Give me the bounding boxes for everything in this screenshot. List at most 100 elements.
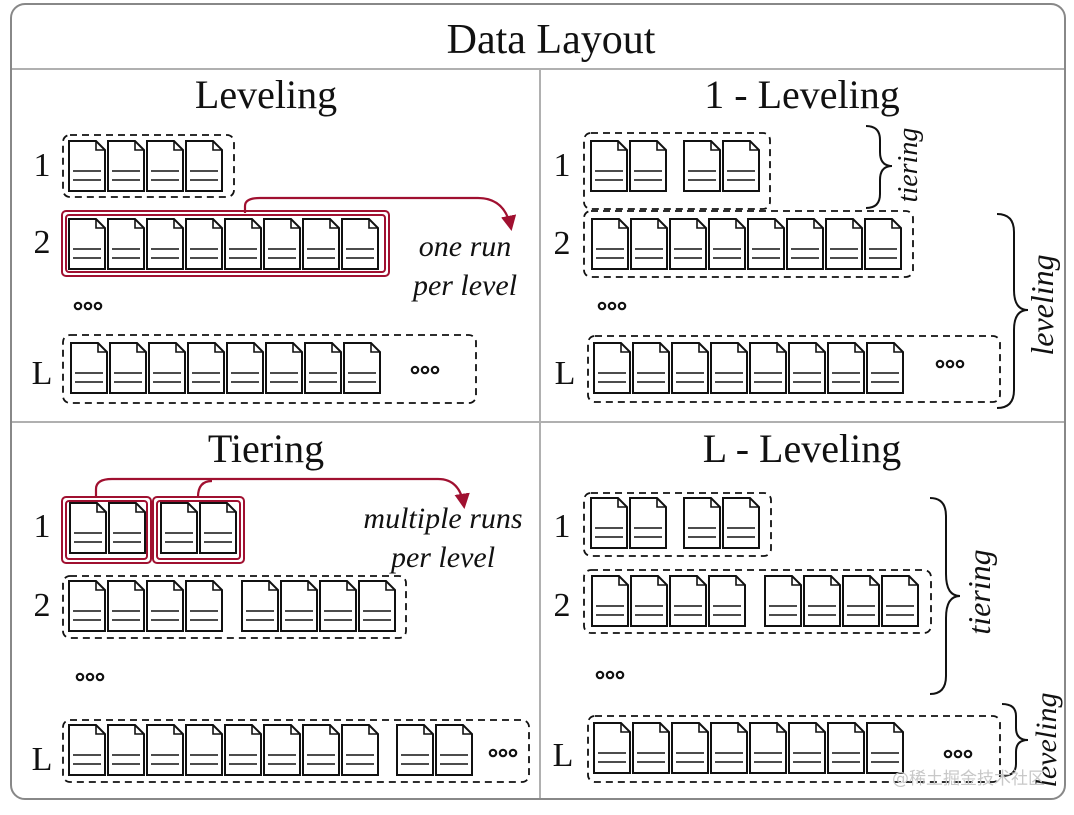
file-icon	[630, 218, 668, 270]
ellipsis-icon	[73, 301, 103, 311]
file-icon	[263, 724, 301, 776]
file-icon	[671, 722, 709, 774]
level-label-L: L	[553, 737, 574, 774]
annotation-per-level: per level	[411, 269, 517, 302]
file-icon	[187, 342, 225, 394]
file-icon	[590, 497, 628, 549]
ellipsis-icon	[597, 301, 627, 311]
annotation-multiple-runs: multiple runs	[363, 502, 522, 535]
file-icon	[263, 218, 301, 270]
file-icon	[749, 342, 787, 394]
file-icon	[341, 724, 379, 776]
file-icon	[864, 218, 902, 270]
brace-label-leveling: leveling	[1024, 254, 1060, 355]
file-icon	[803, 575, 841, 627]
file-icon	[786, 218, 824, 270]
file-icon	[629, 497, 667, 549]
file-icon	[185, 218, 223, 270]
file-icon	[747, 218, 785, 270]
file-icon	[148, 342, 186, 394]
brace-label-tiering: tiering	[893, 128, 924, 203]
file-icon	[199, 502, 237, 554]
panel-title-l-leveling: L - Leveling	[703, 426, 901, 471]
file-icon	[764, 575, 802, 627]
brace-label-tiering: tiering	[961, 549, 997, 634]
file-icon	[109, 342, 147, 394]
ellipsis-dots	[73, 301, 973, 759]
file-icon	[825, 218, 863, 270]
ellipsis-icon	[410, 365, 440, 375]
file-icon	[68, 218, 106, 270]
panel-title-1-leveling: 1 - Leveling	[704, 72, 900, 117]
level-label-1: 1	[554, 147, 571, 184]
file-icon	[710, 722, 748, 774]
file-icon	[146, 724, 184, 776]
panel-title-tiering: Tiering	[208, 426, 324, 471]
level-label-L: L	[32, 741, 53, 778]
brace-tiering	[929, 497, 961, 695]
level-label-2: 2	[554, 587, 571, 624]
panel-title-leveling: Leveling	[195, 72, 337, 117]
arrow-icon	[94, 477, 470, 510]
file-icon	[788, 342, 826, 394]
file-icon	[671, 342, 709, 394]
brace-leveling	[996, 213, 1029, 409]
file-icon	[593, 722, 631, 774]
file-icon	[68, 724, 106, 776]
run-groups	[62, 132, 1001, 783]
file-icon	[224, 218, 262, 270]
watermark: @稀土掘金技术社区	[892, 769, 1045, 789]
level-label-2: 2	[554, 225, 571, 262]
brace-label-leveling: leveling	[1030, 693, 1063, 788]
file-icon	[722, 497, 760, 549]
file-icon	[224, 724, 262, 776]
file-icon	[146, 580, 184, 632]
file-icon	[160, 502, 198, 554]
file-icon	[304, 342, 342, 394]
file-icon	[302, 218, 340, 270]
file-icon	[319, 580, 357, 632]
file-icon	[68, 140, 106, 192]
file-icon	[68, 580, 106, 632]
level-label-2: 2	[34, 587, 51, 624]
file-icon	[107, 724, 145, 776]
file-icon	[185, 724, 223, 776]
level-label-1: 1	[554, 508, 571, 545]
file-icon	[708, 218, 746, 270]
level-label-L: L	[32, 355, 53, 392]
file-icon	[265, 342, 303, 394]
file-icon	[842, 575, 880, 627]
file-icon	[590, 140, 628, 192]
file-icon	[341, 218, 379, 270]
file-icon	[629, 140, 667, 192]
highlighted-runs	[61, 210, 390, 564]
sst-file-icons	[68, 140, 919, 776]
file-icon	[710, 342, 748, 394]
level-label-L: L	[555, 355, 576, 392]
ellipsis-icon	[75, 672, 105, 682]
file-icon	[881, 575, 919, 627]
file-icon	[683, 140, 721, 192]
file-icon	[866, 722, 904, 774]
level-label-1: 1	[34, 147, 51, 184]
file-icon	[827, 342, 865, 394]
file-icon	[632, 722, 670, 774]
arrow-icon	[243, 196, 517, 232]
file-icon	[241, 580, 279, 632]
file-icon	[302, 724, 340, 776]
file-icon	[435, 724, 473, 776]
file-icon	[107, 140, 145, 192]
diagram-title: Data Layout	[447, 17, 656, 63]
file-icon	[108, 502, 146, 554]
ellipsis-icon	[488, 748, 518, 758]
file-icon	[708, 575, 746, 627]
file-icon	[107, 218, 145, 270]
file-icon	[669, 575, 707, 627]
file-icon	[669, 218, 707, 270]
file-icon	[107, 580, 145, 632]
file-icon	[683, 497, 721, 549]
file-icon	[827, 722, 865, 774]
file-icon	[343, 342, 381, 394]
